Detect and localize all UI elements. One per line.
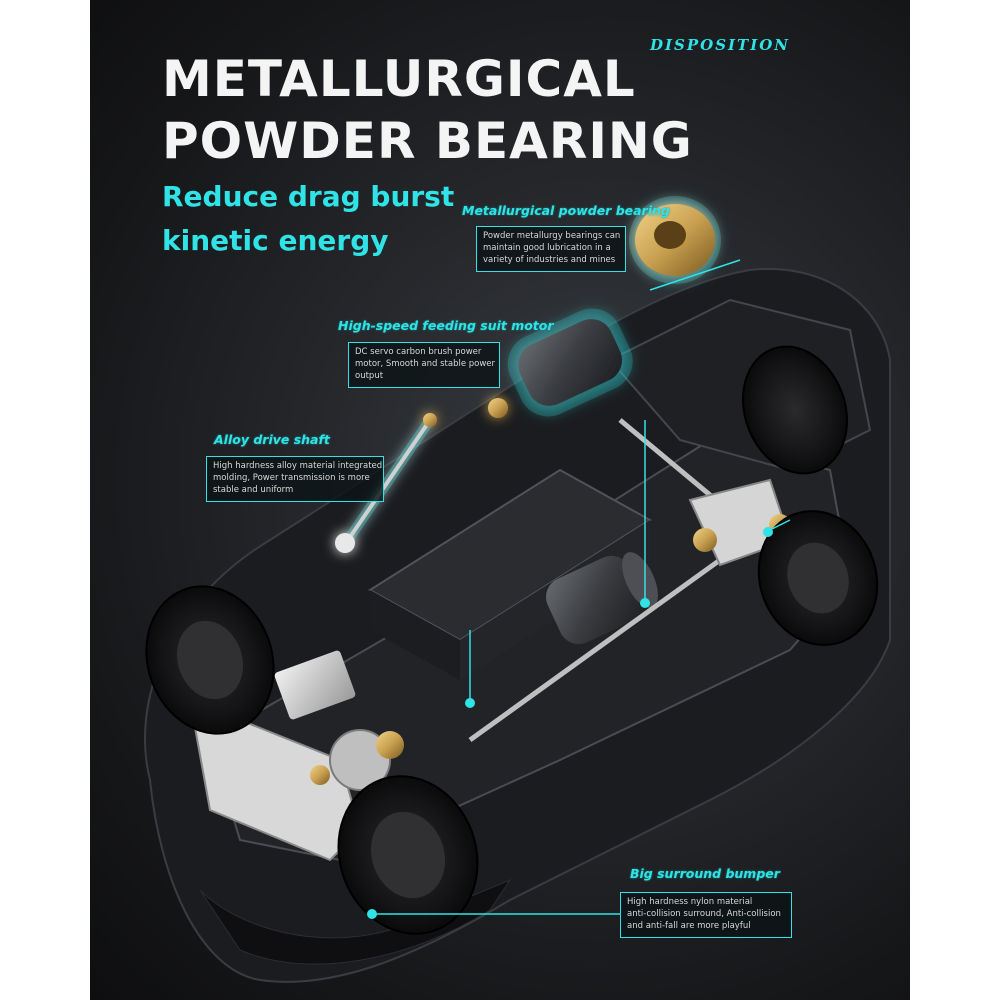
steering-servo bbox=[274, 650, 356, 720]
powder-bearing-highlight bbox=[629, 196, 721, 284]
bearing-callout-line: Powder metallurgy bearings can bbox=[483, 231, 621, 241]
battery-box-side bbox=[370, 590, 460, 680]
motor-callout-line: output bbox=[355, 371, 384, 381]
title-line-1: METALLURGICAL bbox=[162, 50, 636, 108]
shaft-callout-line: stable and uniform bbox=[213, 485, 294, 495]
shaft-callout-line: molding, Power transmission is more bbox=[213, 473, 370, 483]
shaft-callout-line: High hardness alloy material integrated bbox=[213, 461, 383, 471]
bumper-callout-box: High hardness nylon material anti-collis… bbox=[620, 892, 792, 938]
motor-callout-line: DC servo carbon brush power bbox=[355, 347, 482, 357]
bearing-callout-box: Powder metallurgy bearings can maintain … bbox=[476, 226, 626, 272]
front-left-wheel bbox=[145, 585, 275, 735]
rear-left-wheel bbox=[742, 345, 848, 475]
bumper-callout-line: High hardness nylon material bbox=[627, 897, 753, 907]
motor-callout-box: DC servo carbon brush power motor, Smoot… bbox=[348, 342, 500, 388]
chassis-drive-shaft bbox=[468, 557, 722, 743]
rear-right-wheel bbox=[757, 510, 879, 646]
shaft-callout-title: Alloy drive shaft bbox=[214, 432, 330, 447]
front-bumper bbox=[199, 878, 512, 965]
feeding-motor-highlight bbox=[488, 308, 633, 418]
bumper-callout-line: anti-collision surround, Anti-collision bbox=[627, 909, 781, 919]
pointer-dots bbox=[367, 527, 773, 919]
central-motor bbox=[546, 552, 658, 645]
bearing-callout-line: variety of industries and mines bbox=[483, 255, 616, 265]
title-line-2: POWDER BEARING bbox=[162, 112, 693, 170]
front-gearbox bbox=[329, 729, 391, 791]
subtitle-line-1: Reduce drag burst bbox=[162, 180, 455, 213]
alloy-drive-shaft-highlight bbox=[335, 413, 437, 553]
product-poster: METALLURGICAL POWDER BEARING Reduce drag… bbox=[90, 0, 910, 1000]
motor-callout-title: High-speed feeding suit motor bbox=[338, 318, 554, 333]
leader-lines bbox=[372, 259, 791, 915]
bearing-callout-line: maintain good lubrication in a bbox=[483, 243, 611, 253]
front-right-wheel bbox=[337, 775, 479, 935]
bumper-callout-title: Big surround bumper bbox=[630, 866, 780, 881]
bumper-callout-line: and anti-fall are more playful bbox=[627, 921, 751, 931]
car-chassis-illustration bbox=[144, 196, 891, 983]
bearing-callout-title: Metallurgical powder bearing bbox=[462, 203, 670, 218]
motor-callout-line: motor, Smooth and stable power bbox=[355, 359, 496, 369]
corner-tag: DISPOSITION bbox=[650, 36, 791, 54]
subtitle-line-2: kinetic energy bbox=[162, 224, 389, 257]
shaft-callout-box: High hardness alloy material integrated … bbox=[206, 456, 384, 502]
